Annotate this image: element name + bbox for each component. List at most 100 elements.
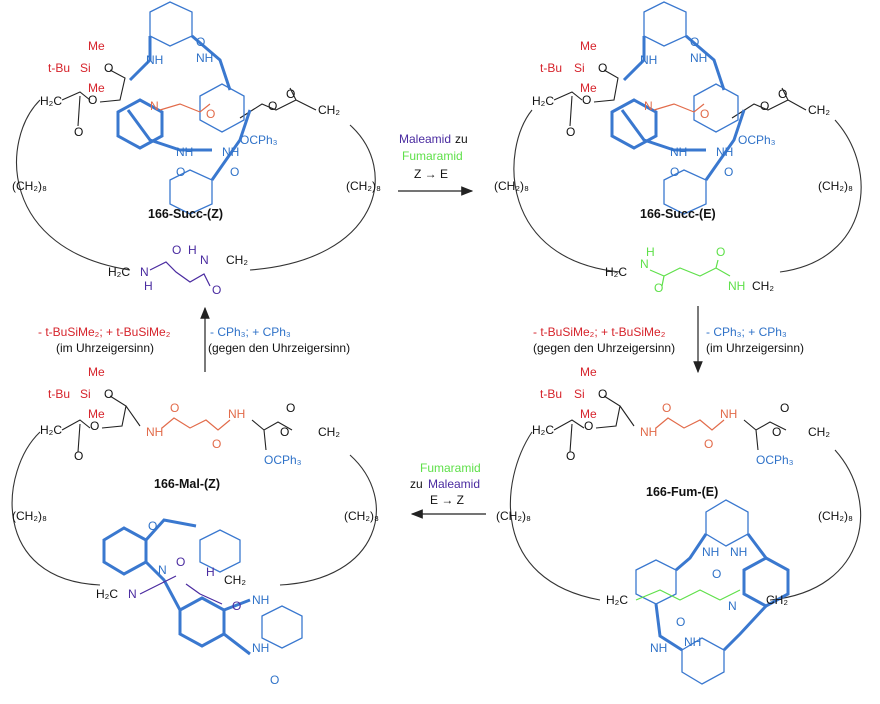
nh-label-3: NH: [176, 145, 193, 159]
carbonyl-o-label-2-e: O: [670, 165, 679, 179]
nh-label-1-e: NH: [640, 53, 657, 67]
alkyl-chain-right-arc: [249, 124, 376, 271]
para-xylylene-ring-mal: [178, 596, 226, 648]
succinamide-linker-e: [653, 103, 705, 113]
si-label: Si: [80, 61, 91, 75]
backbone-bonds: [61, 69, 126, 127]
me-top-label-e: Me: [580, 39, 597, 53]
arrow-top-zu: zu: [455, 132, 468, 146]
nh-maleamide-2: N: [200, 253, 209, 267]
oxygen-ester-right-label: O: [268, 99, 277, 113]
oxygen-label: O: [104, 61, 113, 75]
arrow-bottom: Fumaramid zu Maleamid E → Z: [410, 461, 486, 519]
para-xylylene-ring-mal-top: [199, 529, 241, 573]
oxygen-ester-label-fum: O: [584, 419, 593, 433]
isophthaloyl-ring-fum-top: [705, 499, 749, 547]
ocph3-label-e: OCPh₃: [738, 133, 776, 147]
arrow-left-silyl-direction: (im Uhrzeigersinn): [56, 341, 154, 355]
me-bottom-label-e: Me: [580, 81, 597, 95]
fumaramide-bonds-fum: [635, 589, 741, 601]
nh-fumaramide-2: NH: [728, 279, 745, 293]
tbu-label-e: t-Bu: [540, 61, 562, 75]
backbone-bonds-e: [553, 69, 619, 127]
h-maleamide-1: H: [144, 279, 153, 293]
n-station-mal: N: [128, 587, 137, 601]
arrow-top-z-to-e: Z → E: [414, 167, 448, 181]
arrow-left-silyl: - t-BuSiMe₂; + t-BuSiMe₂: [38, 325, 171, 339]
succinamide-linker: [159, 103, 211, 113]
para-xylylene-ring-right: [199, 83, 245, 133]
n-label-linker-e: N: [644, 99, 653, 113]
carbonyl-o-label-3-e: O: [724, 165, 733, 179]
h2c-station-mal: H₂C: [96, 587, 118, 601]
ch2-station-fum: CH₂: [766, 593, 788, 607]
carbonyl-oxygen-label-mal: O: [74, 449, 83, 463]
isophthaloyl-ring-bottom: [169, 169, 213, 215]
compound-label-succ-z: 166-Succ-(Z): [148, 207, 223, 221]
arrow-bottom-zu: zu: [410, 477, 423, 491]
nh-label-1: NH: [146, 53, 163, 67]
h2c-label-fum: H₂C: [532, 423, 554, 437]
alkyl-chain-left-arc-fum: [509, 431, 601, 601]
isophthaloyl-ring-fum-bottom: [681, 637, 725, 685]
carbonyl-oxygen-label-e: O: [566, 125, 575, 139]
o-label-linker: O: [206, 107, 215, 121]
nh-succinamide-2: NH: [228, 407, 245, 421]
arrow-bottom-fumaramid: Fumaramid: [420, 461, 481, 475]
arrow-bottom-e-to-z: E → Z: [430, 493, 464, 507]
ch2-station-mal: CH₂: [224, 573, 246, 587]
carbonyl-oxygen-right-label-mal: O: [286, 401, 295, 415]
h2c-label-mal: H₂C: [40, 423, 62, 437]
h2c-station-label: H₂C: [108, 265, 130, 279]
para-xylylene-ring-right-e: [693, 83, 739, 133]
ocph3-label-mal: OCPh₃: [264, 453, 302, 467]
arrow-right-trityl-direction: (im Uhrzeigersinn): [706, 341, 804, 355]
compound-label-mal-z: 166-Mal-(Z): [154, 477, 220, 491]
carbonyl-oxygen-right-label: O: [286, 87, 295, 101]
arrow-right-trityl: - CPh₃; + CPh₃: [706, 325, 787, 339]
arrow-left-trityl: - CPh₃; + CPh₃: [210, 325, 291, 339]
maleamide-bonds: [149, 261, 211, 287]
o-succinamide-2: O: [212, 437, 221, 451]
molecule-mal-z: t-Bu Si Me Me O H₂C O O NH O O NH O O CH…: [11, 365, 379, 687]
alkyl-chain-left-arc-e: [513, 109, 621, 273]
arrow-top: Maleamid zu Fumaramid Z → E: [398, 132, 474, 196]
o-mal-1: O: [148, 519, 157, 533]
me-top-label-mal: Me: [88, 365, 105, 379]
molecule-succ-z: t-Bu Si Me Me O H₂C O O O O CH₂ OCPh₃ NH…: [12, 1, 381, 297]
nh-fum-4: NH: [684, 635, 701, 649]
fumaramide-bonds: [649, 259, 731, 287]
macrocycle-bonds-fum: [654, 533, 768, 652]
compound-label-fum-e: 166-Fum-(E): [646, 485, 718, 499]
ch2-right-label: CH₂: [318, 103, 340, 117]
n-fum-5: N: [728, 599, 737, 613]
nh-label-4-e: NH: [716, 145, 733, 159]
nh-fum-1: NH: [702, 545, 719, 559]
oxygen-label-e: O: [598, 61, 607, 75]
ocph3-label: OCPh₃: [240, 133, 278, 147]
oxygen-ester-right-label-mal: O: [280, 425, 289, 439]
isophthaloyl-ring-top-e: [643, 1, 687, 47]
succinamide-bonds-fum: [655, 417, 725, 431]
o-succinamide-1-fum: O: [662, 401, 671, 415]
n-mal-1: N: [158, 563, 167, 577]
macrocycle-bonds-mal: [144, 518, 251, 656]
h-mal-bond: H: [206, 565, 215, 579]
macrocycle-bonds-e: [620, 34, 746, 181]
nh-succinamide-2-fum: NH: [720, 407, 737, 421]
macrocycle-bonds: [126, 34, 252, 181]
ch28-left-label: (CH₂)₈: [12, 179, 47, 193]
o-maleamide-1: O: [172, 243, 181, 257]
o-station-mal: O: [176, 555, 185, 569]
arrow-left: - t-BuSiMe₂; + t-BuSiMe₂ (im Uhrzeigersi…: [38, 306, 350, 372]
o-fumaramide-1: O: [654, 281, 663, 295]
nh-label-3-e: NH: [670, 145, 687, 159]
maleamide-bonds-mal: [139, 575, 223, 605]
ch2-station-label-e: CH₂: [752, 279, 774, 293]
nh-mal-2: NH: [252, 593, 269, 607]
oxygen-ester-label: O: [88, 93, 97, 107]
nh-label-4: NH: [222, 145, 239, 159]
backbone-bonds-mal: [61, 395, 141, 453]
